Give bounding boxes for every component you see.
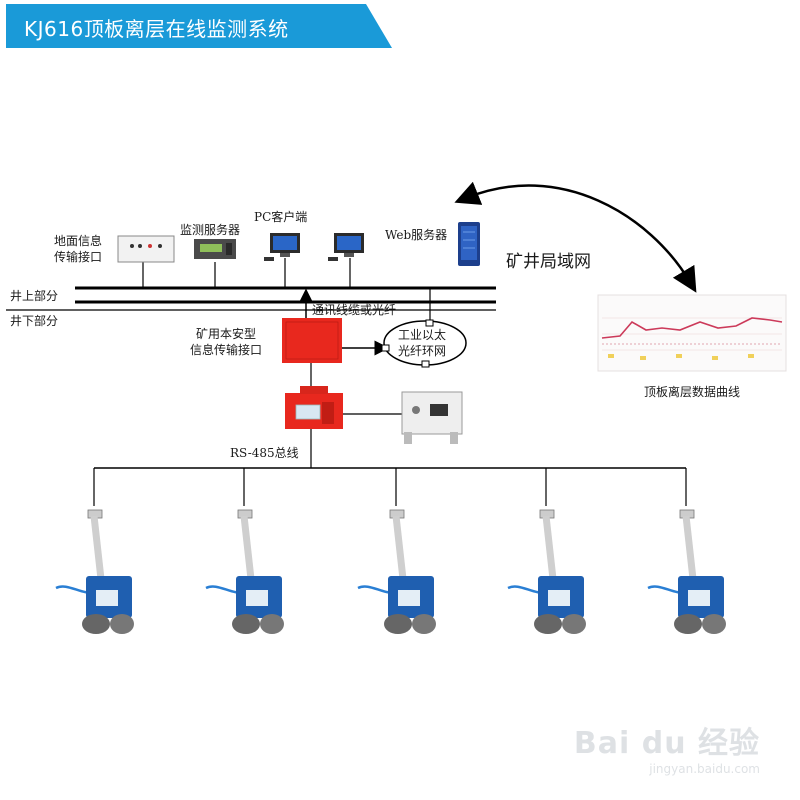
- data-curve-panel: [597, 294, 787, 372]
- mine-interface-box: [282, 318, 342, 363]
- watermark: Bai du 经验 jingyan.baidu.com: [574, 718, 760, 776]
- ground-interface-label: 地面信息 传输接口: [54, 233, 102, 265]
- ethernet-ring-label: 工业以太 光纤环网: [398, 327, 446, 359]
- power-supply-device: [401, 391, 463, 444]
- mine-interface-label-line2: 信息传输接口: [190, 343, 263, 357]
- ethernet-ring-label-line1: 工业以太: [398, 328, 447, 342]
- watermark-brand: Bai du 经验: [573, 726, 760, 761]
- watermark-url: jingyan.baidu.com: [649, 762, 760, 776]
- monitor-server-label: 监测服务器: [180, 223, 241, 237]
- sensor-unit-1: [55, 509, 134, 634]
- below-ground-label: 井下部分: [10, 314, 59, 328]
- above-ground-label: 井上部分: [10, 289, 59, 303]
- title-banner: KJ616顶板离层在线监测系统: [6, 4, 392, 48]
- lan-link-arc: [454, 181, 697, 293]
- mine-lan-label: 矿井局域网: [506, 252, 591, 272]
- page-title: KJ616顶板离层在线监测系统: [24, 17, 289, 41]
- pc-client-1: [264, 233, 300, 261]
- web-server-device: [458, 222, 480, 266]
- web-server-label: Web服务器: [385, 228, 448, 242]
- sensor-unit-4: [507, 509, 586, 634]
- ground-interface-device: [117, 235, 175, 263]
- ground-interface-label-line1: 地面信息: [54, 234, 103, 248]
- comm-cable-label: 通讯线缆或光纤: [312, 303, 397, 317]
- rs485-label: RS-485总线: [230, 446, 299, 460]
- sensor-unit-5: [647, 509, 726, 634]
- sensor-unit-2: [205, 509, 284, 634]
- mine-interface-label: 矿用本安型 信息传输接口: [190, 326, 262, 358]
- pc-client-2: [328, 233, 364, 261]
- curve-caption: 顶板离层数据曲线: [644, 385, 741, 399]
- ground-interface-label-line2: 传输接口: [54, 250, 103, 264]
- monitor-server-device: [194, 239, 236, 259]
- pc-client-label: PC客户端: [254, 210, 308, 224]
- sensor-unit-3: [357, 509, 436, 634]
- ethernet-ring-label-line2: 光纤环网: [398, 344, 447, 358]
- mine-interface-label-line1: 矿用本安型: [196, 327, 257, 341]
- substation-device: [285, 386, 343, 429]
